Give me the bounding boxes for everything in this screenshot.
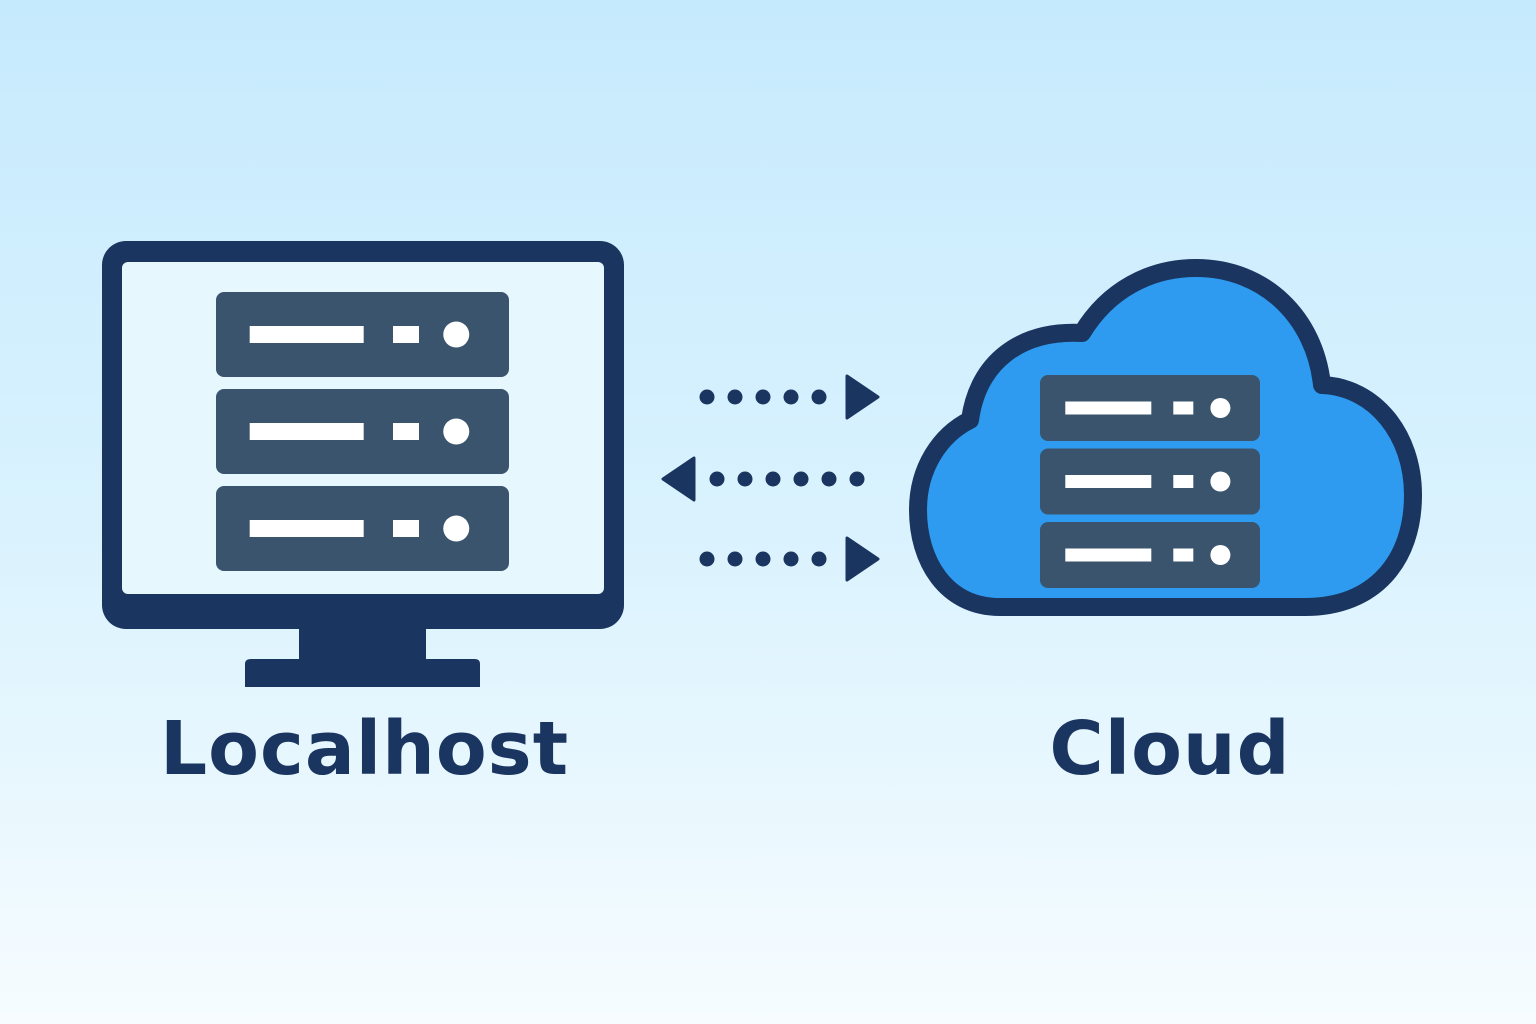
server-status-light [443,515,470,542]
monitor-neck [299,627,426,661]
local-server-unit [216,389,509,474]
connection-arrow-local-to-cloud [699,536,880,582]
server-status-light [1210,398,1231,418]
localhost-label: Localhost [160,706,570,792]
connection-arrow-cloud-to-local [661,456,865,502]
cloud-server-unit [1040,375,1260,441]
connection-dot [811,551,827,567]
server-indicator [392,520,419,537]
server-drive-bar [249,326,364,343]
connection-dot [755,389,771,405]
server-indicator [392,423,419,440]
local-server-stack [216,292,509,571]
connection-dot [699,389,715,405]
server-drive-bar [1065,548,1152,562]
server-drive-bar [1065,401,1152,415]
server-indicator [1173,548,1194,562]
server-drive-bar [1065,475,1152,488]
connection-dot [699,551,715,567]
arrowhead-right-icon [845,374,880,420]
server-drive-bar [249,423,364,440]
connection-dot [849,471,865,487]
connection-dot [811,389,827,405]
cloud-server-stack [1040,375,1260,588]
connection-dot [793,471,809,487]
server-status-light [443,321,470,348]
server-drive-bar [249,520,364,537]
cloud-label: Cloud [1049,706,1291,792]
connection-dot [783,551,799,567]
server-status-light [1210,545,1231,565]
cloud-server-unit [1040,448,1260,515]
connection-arrow-local-to-cloud [699,374,880,420]
server-indicator [1173,475,1194,488]
server-status-light [443,418,470,445]
cloud-server-unit [1040,522,1260,588]
connection-dot [727,551,743,567]
connection-dot [783,389,799,405]
connection-dot [709,471,725,487]
arrowhead-left-icon [661,456,696,502]
local-server-unit [216,292,509,377]
arrowhead-right-icon [845,536,880,582]
server-indicator [1173,401,1194,415]
server-indicator [392,326,419,343]
connection-dot [765,471,781,487]
monitor-base [245,659,480,687]
connection-dot [821,471,837,487]
connection-dot [727,389,743,405]
connection-arrows [661,374,880,582]
server-status-light [1210,471,1231,492]
local-server-unit [216,486,509,571]
connection-dot [737,471,753,487]
connection-dot [755,551,771,567]
